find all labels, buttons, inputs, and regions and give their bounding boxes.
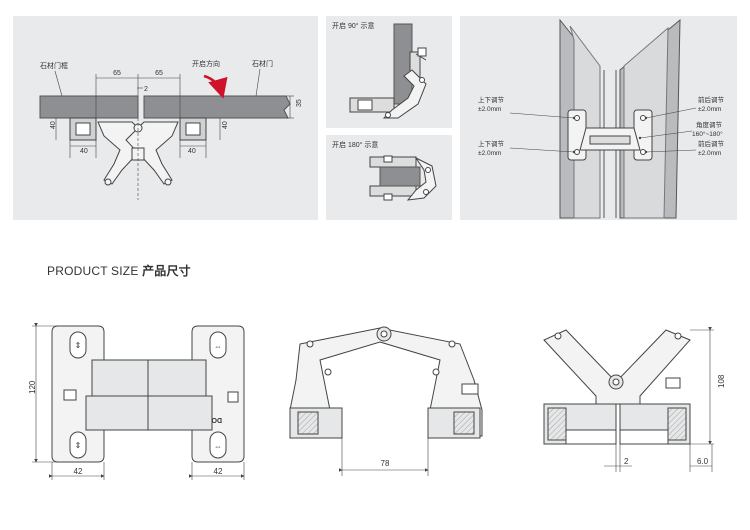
product-front-view: 120 ⇕ ⇕ ⇔ ⇔ DOOR 42 42	[28, 323, 245, 480]
dim-40-bottom-left: 40	[80, 148, 88, 155]
dim-40-right: 40	[222, 121, 229, 129]
caption-open-90: 开启 90° 示意	[332, 21, 374, 30]
label-stone-frame: 石材门框	[40, 61, 68, 70]
frontback-label-2: 前后调节	[698, 139, 725, 148]
section-title-cn: 产品尺寸	[142, 264, 191, 278]
frontback-val-1: ±2.0mm	[698, 106, 721, 113]
leftright-arrow-icon: ⇔	[214, 342, 222, 351]
dim-2: 2	[144, 86, 148, 93]
side-linkage	[543, 329, 691, 405]
stone-frame-slab	[39, 95, 139, 119]
hinge-arms	[63, 359, 239, 431]
adjustment-diagram: 上下调节 ±2.0mm 上下调节 ±2.0mm 前后调节 ±2.0mm 角度调节…	[478, 18, 725, 219]
dim-height-120-text: 120	[28, 380, 37, 394]
dim-40-left: 40	[50, 121, 57, 129]
dim-offset-6: 6.0	[697, 457, 709, 466]
frontback-val-2: ±2.0mm	[698, 150, 721, 157]
dim-40-bottom-right: 40	[188, 148, 196, 155]
dim-width-78: 78	[381, 459, 390, 468]
frontback-label-1: 前后调节	[698, 95, 725, 104]
dim-65-right: 65	[155, 70, 163, 77]
stone-vertical	[393, 23, 413, 105]
product-top-view: 78	[289, 326, 483, 476]
updown-arrow-icon-2: ⇕	[75, 441, 82, 450]
section-title-en: PRODUCT SIZE	[47, 264, 139, 278]
updown-arrow-icon: ⇕	[75, 341, 82, 350]
dim-width-right: 42	[214, 467, 223, 476]
dim-65-left: 65	[113, 70, 121, 77]
updown-label-2: 上下调节	[478, 139, 505, 148]
open-90-diagram: 开启 90° 示意	[332, 21, 427, 119]
label-open-direction: 开启方向	[192, 59, 220, 68]
hinge-front-view	[567, 109, 653, 161]
angle-label: 角度调节	[696, 120, 723, 129]
product-side-view: 108 2 6.0	[543, 327, 726, 472]
label-stone-door: 石材门	[252, 59, 273, 68]
stone-door-slab	[143, 95, 291, 119]
installation-diagram: 65 65 2 石材门框 开启方向 石材门 35 40 40	[39, 59, 303, 200]
dim-gap-2: 2	[624, 457, 629, 466]
caption-open-180: 开启 180° 示意	[332, 140, 378, 149]
dim-width-left: 42	[74, 467, 83, 476]
updown-label-1: 上下调节	[478, 95, 505, 104]
leftright-arrow-icon-2: ⇔	[214, 442, 222, 451]
updown-val-1: ±2.0mm	[478, 106, 501, 113]
updown-val-2: ±2.0mm	[478, 150, 501, 157]
angle-val: 160°~180°	[692, 130, 723, 138]
open-180-diagram: 开启 180° 示意	[332, 140, 437, 201]
open-direction-arrow	[203, 74, 228, 99]
dim-height-108: 108	[717, 374, 726, 388]
dim-35: 35	[296, 99, 303, 107]
section-title: PRODUCT SIZE 产品尺寸	[47, 262, 191, 279]
